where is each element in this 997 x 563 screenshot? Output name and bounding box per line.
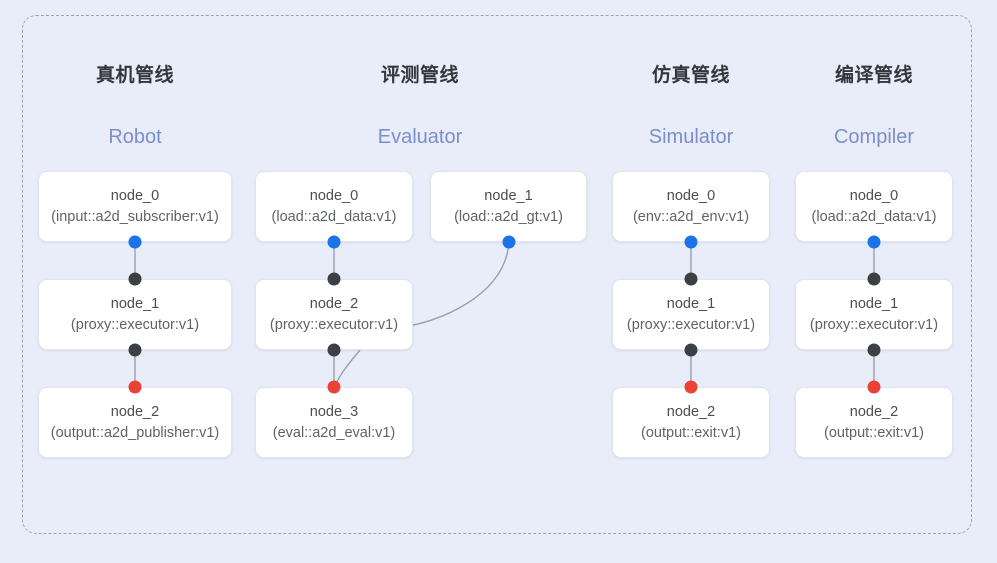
node-box-comp-node-1[interactable]: node_1(proxy::executor:v1) bbox=[795, 279, 953, 350]
node-box-eval-node-2[interactable]: node_2(proxy::executor:v1) bbox=[255, 279, 413, 350]
node-name-comp-node-1: node_1 bbox=[849, 295, 899, 312]
node-name-robot-node-2: node_2 bbox=[110, 403, 160, 420]
node-box-comp-node-2[interactable]: node_2(output::exit:v1) bbox=[795, 387, 953, 458]
column-title-en-evaluator: Evaluator bbox=[377, 126, 463, 148]
node-type-robot-node-2: (output::a2d_publisher:v1) bbox=[50, 424, 220, 441]
node-box-eval-node-1[interactable]: node_1(load::a2d_gt:v1) bbox=[430, 171, 587, 242]
node-type-comp-node-0: (load::a2d_data:v1) bbox=[811, 208, 937, 225]
node-name-comp-node-0: node_0 bbox=[849, 187, 899, 204]
node-box-sim-node-2[interactable]: node_2(output::exit:v1) bbox=[612, 387, 770, 458]
node-name-robot-node-1: node_1 bbox=[110, 295, 160, 312]
node-name-eval-node-0: node_0 bbox=[309, 187, 359, 204]
node-box-sim-node-0[interactable]: node_0(env::a2d_env:v1) bbox=[612, 171, 770, 242]
node-name-sim-node-0: node_0 bbox=[666, 187, 716, 204]
node-type-sim-node-2: (output::exit:v1) bbox=[641, 424, 741, 441]
node-box-eval-node-3[interactable]: node_3(eval::a2d_eval:v1) bbox=[255, 387, 413, 458]
node-box-sim-node-1[interactable]: node_1(proxy::executor:v1) bbox=[612, 279, 770, 350]
node-type-eval-node-0: (load::a2d_data:v1) bbox=[271, 208, 397, 225]
column-title-cn-robot: 真机管线 bbox=[95, 65, 174, 86]
node-type-sim-node-0: (env::a2d_env:v1) bbox=[632, 208, 750, 225]
node-name-robot-node-0: node_0 bbox=[110, 187, 160, 204]
node-type-robot-node-1: (proxy::executor:v1) bbox=[70, 316, 200, 333]
node-type-comp-node-2: (output::exit:v1) bbox=[824, 424, 924, 441]
node-type-eval-node-1: (load::a2d_gt:v1) bbox=[454, 208, 563, 225]
column-title-cn-compiler: 编译管线 bbox=[834, 65, 913, 86]
column-title-en-compiler: Compiler bbox=[833, 126, 915, 148]
node-name-eval-node-3: node_3 bbox=[309, 403, 359, 420]
column-title-cn-evaluator: 评测管线 bbox=[380, 65, 459, 86]
node-box-robot-node-0[interactable]: node_0(input::a2d_subscriber:v1) bbox=[38, 171, 232, 242]
node-box-comp-node-0[interactable]: node_0(load::a2d_data:v1) bbox=[795, 171, 953, 242]
node-type-comp-node-1: (proxy::executor:v1) bbox=[809, 316, 939, 333]
node-name-comp-node-2: node_2 bbox=[849, 403, 899, 420]
node-name-sim-node-2: node_2 bbox=[666, 403, 716, 420]
column-title-en-simulator: Simulator bbox=[648, 126, 734, 148]
node-name-eval-node-1: node_1 bbox=[484, 187, 533, 204]
column-title-en-robot: Robot bbox=[108, 126, 162, 148]
node-box-robot-node-2[interactable]: node_2(output::a2d_publisher:v1) bbox=[38, 387, 232, 458]
node-name-eval-node-2: node_2 bbox=[309, 295, 359, 312]
node-name-sim-node-1: node_1 bbox=[666, 295, 716, 312]
edge-eval-1-to-2 bbox=[412, 241, 510, 326]
node-type-eval-node-3: (eval::a2d_eval:v1) bbox=[272, 424, 396, 441]
column-title-cn-simulator: 仿真管线 bbox=[651, 65, 730, 86]
node-type-eval-node-2: (proxy::executor:v1) bbox=[269, 316, 399, 333]
node-box-eval-node-0[interactable]: node_0(load::a2d_data:v1) bbox=[255, 171, 413, 242]
edge-eval-2-to-3 bbox=[334, 349, 361, 387]
node-box-robot-node-1[interactable]: node_1(proxy::executor:v1) bbox=[38, 279, 232, 350]
node-type-sim-node-1: (proxy::executor:v1) bbox=[626, 316, 756, 333]
node-type-robot-node-0: (input::a2d_subscriber:v1) bbox=[51, 208, 219, 225]
